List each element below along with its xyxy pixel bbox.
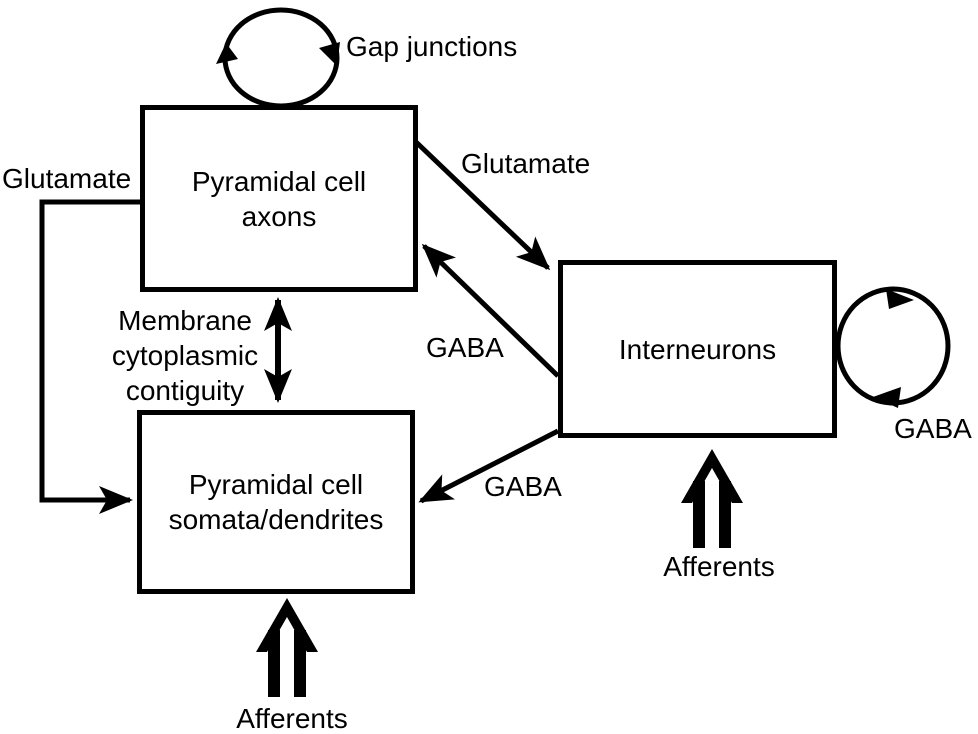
node-pyramidal-cell-somata-label-line1: Pyramidal cell [188, 469, 364, 500]
node-pyramidal-cell-axons: Pyramidal cell axons [140, 105, 418, 292]
membrane-contiguity-label: Membrane cytoplasmic contiguity [112, 303, 258, 408]
glutamate-to-interneurons-label: Glutamate [461, 148, 591, 179]
gaba-to-somata-arrow [418, 428, 560, 504]
afferents-interneurons-label: Afferents [663, 551, 775, 582]
gaba-to-axons-arrow [421, 243, 560, 378]
gaba-to-somata-label: GABA [484, 471, 562, 502]
node-interneurons-label: Interneurons [618, 333, 777, 365]
gap-junctions-label: Gap junctions [346, 31, 518, 62]
membrane-contiguity-label-line2: cytoplasmic [111, 340, 259, 371]
interneurons-self-loop [835, 286, 951, 408]
node-pyramidal-cell-somata-dendrites: Pyramidal cell somata/dendrites [137, 410, 415, 594]
glutamate-to-interneurons-arrow [414, 140, 551, 271]
afferents-arrow-somata [256, 598, 318, 697]
node-pyramidal-cell-somata-label-line2: somata/dendrites [168, 504, 384, 535]
afferents-arrow-interneurons [681, 449, 743, 548]
glutamate-recurrent-arrow [39, 199, 140, 514]
membrane-contiguity-label-line3: contiguity [125, 375, 245, 406]
membrane-contiguity-label-line1: Membrane [118, 305, 252, 336]
node-pyramidal-cell-axons-label-line1: Pyramidal cell [191, 165, 367, 197]
gaba-recurrent-label: GABA [894, 413, 972, 444]
afferents-somata-label: Afferents [236, 703, 348, 734]
node-pyramidal-cell-axons-label-line2: axons [241, 200, 317, 232]
node-interneurons: Interneurons [558, 260, 837, 438]
gap-junctions-loop [216, 7, 340, 109]
glutamate-recurrent-label: Glutamate [2, 163, 132, 194]
gaba-to-axons-label: GABA [426, 332, 504, 363]
